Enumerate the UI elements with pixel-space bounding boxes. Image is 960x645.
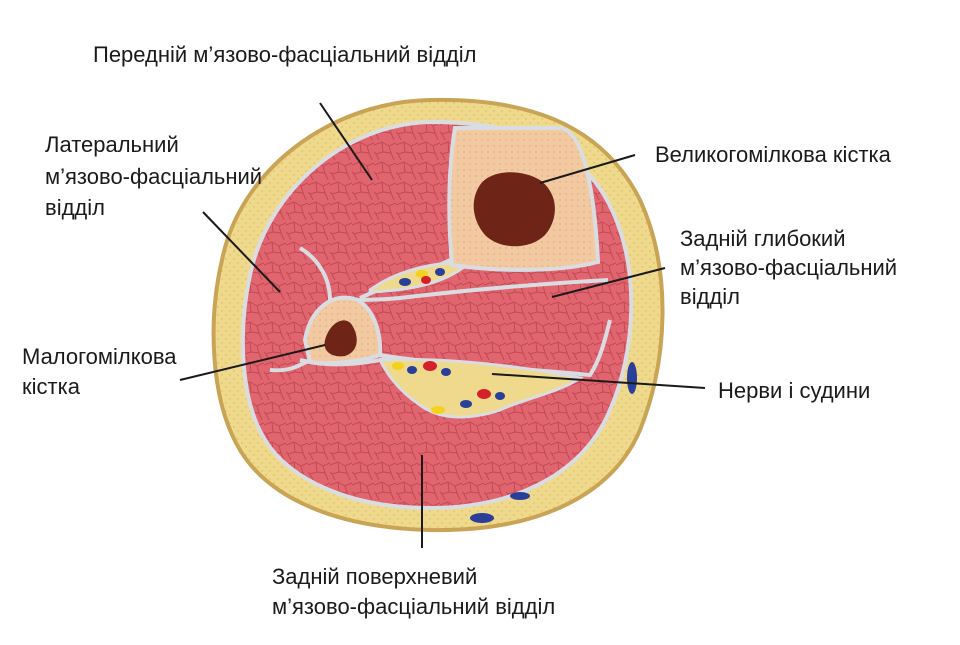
label-nerves-vessels: Нерви і судини xyxy=(718,378,871,403)
label-deep-posterior-line2: м’язово-фасціальний xyxy=(680,255,898,280)
label-deep-posterior-line1: Задній глибокий xyxy=(680,226,846,251)
label-lateral-compartment-line1: Латеральний xyxy=(45,132,179,157)
label-superficial-posterior-line2: м’язово-фасціальний відділ xyxy=(272,594,556,619)
label-lateral-compartment-line3: відділ xyxy=(45,195,105,220)
label-tibia: Великогомілкова кістка xyxy=(655,142,891,167)
label-anterior-compartment: Передній м’язово-фасціальний відділ xyxy=(93,42,477,67)
label-fibula-line1: Малогомілкова xyxy=(22,344,177,369)
label-lateral-compartment-line2: м’язово-фасціальний xyxy=(45,164,263,189)
label-fibula-line2: кістка xyxy=(22,374,80,399)
label-superficial-posterior-line1: Задній поверхневий xyxy=(272,564,478,589)
fibula-marrow xyxy=(324,320,357,357)
vessels xyxy=(392,268,637,523)
tibia-marrow xyxy=(473,172,555,247)
label-deep-posterior-line3: відділ xyxy=(680,284,740,309)
leader-lines xyxy=(179,102,706,548)
posterior-neurovascular-space xyxy=(377,358,584,419)
